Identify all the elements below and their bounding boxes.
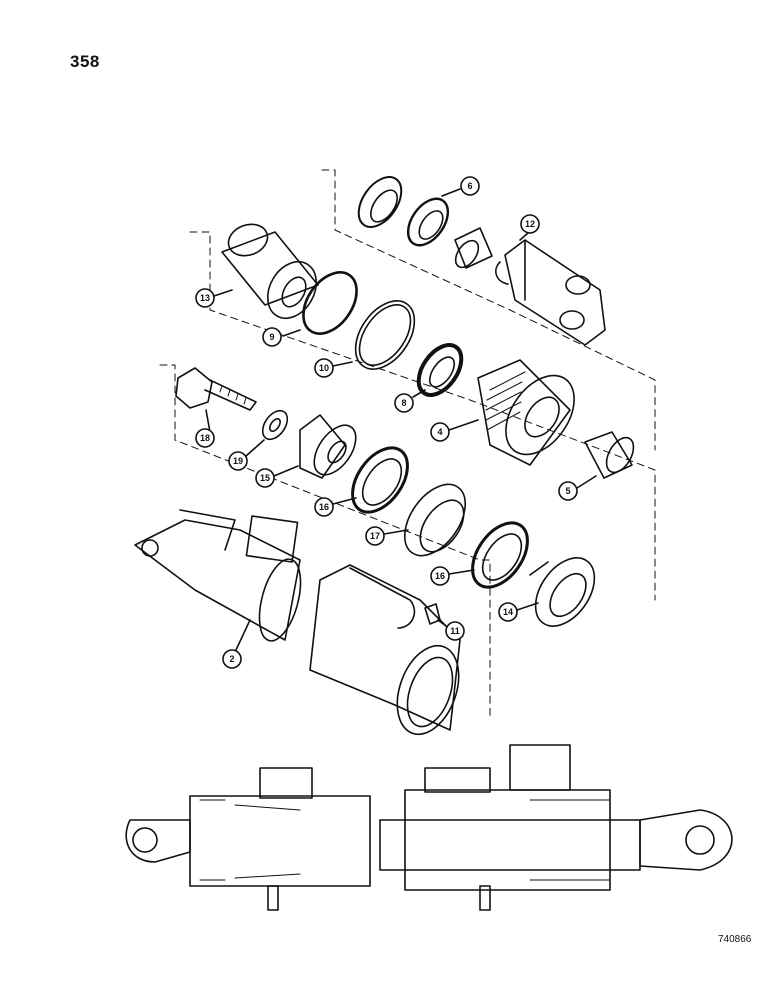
- bolt-18: [175, 367, 257, 411]
- assembled-cylinder-section: [125, 744, 733, 911]
- piston-head-4: [477, 359, 575, 466]
- callout-8: 8: [394, 389, 426, 413]
- bushing-13: [221, 223, 319, 320]
- callout-10: 10: [314, 358, 353, 378]
- bushing-upper: [454, 227, 493, 269]
- screw-11: [424, 603, 441, 625]
- bushing-5: [584, 431, 635, 479]
- callout-6: 6: [441, 176, 480, 197]
- svg-text:8: 8: [401, 398, 406, 408]
- svg-text:15: 15: [260, 473, 270, 483]
- drawing-id: 740866: [718, 934, 752, 945]
- wiper-ring: [357, 176, 403, 228]
- svg-text:10: 10: [319, 363, 329, 373]
- svg-text:14: 14: [503, 607, 513, 617]
- callout-9: 9: [262, 327, 301, 347]
- callout-11: 11: [437, 619, 465, 641]
- callout-14: 14: [498, 602, 539, 622]
- callout-13: 13: [195, 288, 233, 308]
- seal-16-a: [351, 446, 409, 514]
- svg-text:11: 11: [450, 626, 460, 636]
- svg-text:16: 16: [319, 502, 329, 512]
- svg-text:17: 17: [370, 531, 380, 541]
- svg-text:12: 12: [525, 219, 535, 229]
- o-ring-9: [302, 271, 358, 335]
- callout-2: 2: [222, 619, 251, 669]
- callout-5: 5: [558, 475, 597, 501]
- svg-text:18: 18: [200, 433, 210, 443]
- svg-text:19: 19: [233, 456, 243, 466]
- svg-text:5: 5: [565, 486, 570, 496]
- cylinder-barrel-2: [134, 509, 302, 642]
- wear-ring-17: [403, 483, 467, 557]
- svg-text:2: 2: [229, 654, 234, 664]
- rod-seal-6: [406, 197, 450, 247]
- group-outline-middle: [189, 231, 656, 601]
- page-number: 358: [70, 52, 100, 71]
- callout-12: 12: [519, 214, 540, 241]
- svg-text:13: 13: [200, 293, 210, 303]
- group-outline-upper: [321, 169, 656, 451]
- svg-text:6: 6: [467, 181, 472, 191]
- svg-text:16: 16: [435, 571, 445, 581]
- callout-16-b: 16: [430, 566, 475, 586]
- clevis-12: [495, 239, 606, 346]
- callout-15: 15: [255, 465, 299, 488]
- group-outline-lower: [159, 364, 491, 721]
- svg-text:9: 9: [269, 332, 274, 342]
- svg-text:4: 4: [437, 427, 442, 437]
- callout-18: 18: [195, 409, 215, 448]
- seal-8: [416, 343, 464, 397]
- cylinder-tube: [309, 564, 461, 736]
- callout-16-a: 16: [314, 497, 357, 517]
- backup-ring-10: [354, 300, 416, 370]
- washer-19: [261, 409, 289, 441]
- callout-4: 4: [430, 419, 479, 442]
- seal-16-b: [471, 521, 529, 589]
- piston-15: [299, 414, 357, 479]
- retainer-14: [529, 557, 596, 627]
- callout-19: 19: [228, 439, 265, 471]
- callout-17: 17: [365, 526, 409, 546]
